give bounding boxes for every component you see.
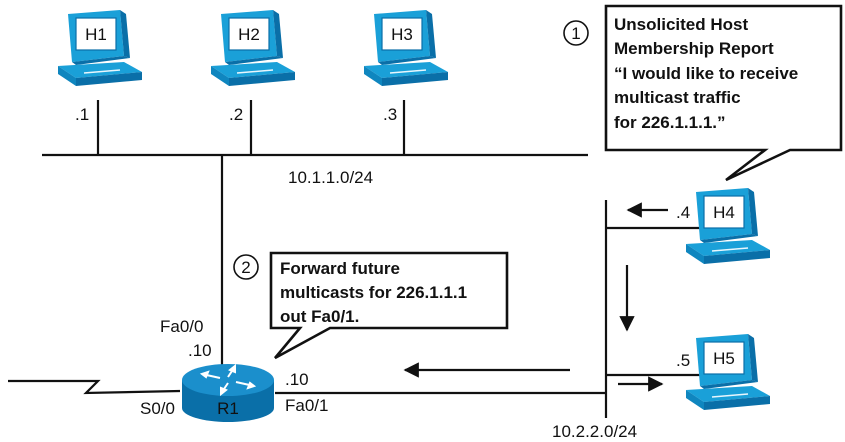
pc-icon: [57, 9, 143, 87]
h2-address: .2: [229, 105, 243, 124]
router-r1[interactable]: R1: [182, 363, 274, 422]
fa00-label: Fa0/0: [160, 317, 203, 336]
callout1-line-4: multicast traffic: [614, 88, 741, 107]
pc-icon: [685, 333, 771, 411]
callout2-line-1: Forward future: [280, 259, 400, 278]
pc-icon: [685, 187, 771, 265]
step-1-number: 1: [571, 24, 580, 43]
host-label: H4: [713, 203, 735, 222]
callout1-line-5: for 226.1.1.1.”: [614, 113, 726, 132]
host-label: H1: [85, 25, 107, 44]
pc-icon: [363, 9, 449, 87]
s00-label: S0/0: [140, 399, 175, 418]
host-label: H5: [713, 349, 735, 368]
router-label: R1: [217, 399, 239, 418]
callout1-line-1: Unsolicited Host: [614, 15, 748, 34]
step-1-badge: [563, 20, 589, 46]
serial-link: [8, 379, 181, 395]
host-h3[interactable]: H3: [363, 9, 449, 87]
h1-address: .1: [75, 105, 89, 124]
h5-address: .5: [676, 351, 690, 370]
subnet-top-label: 10.1.1.0/24: [288, 168, 373, 187]
callout2-line-3: out Fa0/1.: [280, 307, 359, 326]
callout1-line-2: Membership Report: [614, 39, 774, 58]
step-2-badge: [233, 254, 259, 280]
subnet-right-label: 10.2.2.0/24: [552, 422, 637, 441]
host-h1[interactable]: H1: [57, 9, 143, 87]
callout1-line-3: “I would like to receive: [614, 64, 798, 83]
router-icon: [182, 363, 274, 422]
callout2-line-2: multicasts for 226.1.1.1: [280, 283, 467, 302]
host-label: H3: [391, 25, 413, 44]
host-label: H2: [238, 25, 260, 44]
fa01-address: .10: [285, 370, 309, 389]
host-h4[interactable]: H4: [685, 187, 771, 265]
step-2-number: 2: [241, 258, 250, 277]
callout-membership-report: 1 Unsolicited Host Membership Report “I …: [563, 4, 843, 182]
fa01-label: Fa0/1: [285, 396, 328, 415]
pc-icon: [210, 9, 296, 87]
callout-forward-rule: 2 Forward future multicasts for 226.1.1.…: [233, 251, 509, 360]
h4-address: .4: [676, 203, 690, 222]
host-h5[interactable]: H5: [685, 333, 771, 411]
h3-address: .3: [383, 105, 397, 124]
fa00-address: .10: [188, 341, 212, 360]
host-h2[interactable]: H2: [210, 9, 296, 87]
